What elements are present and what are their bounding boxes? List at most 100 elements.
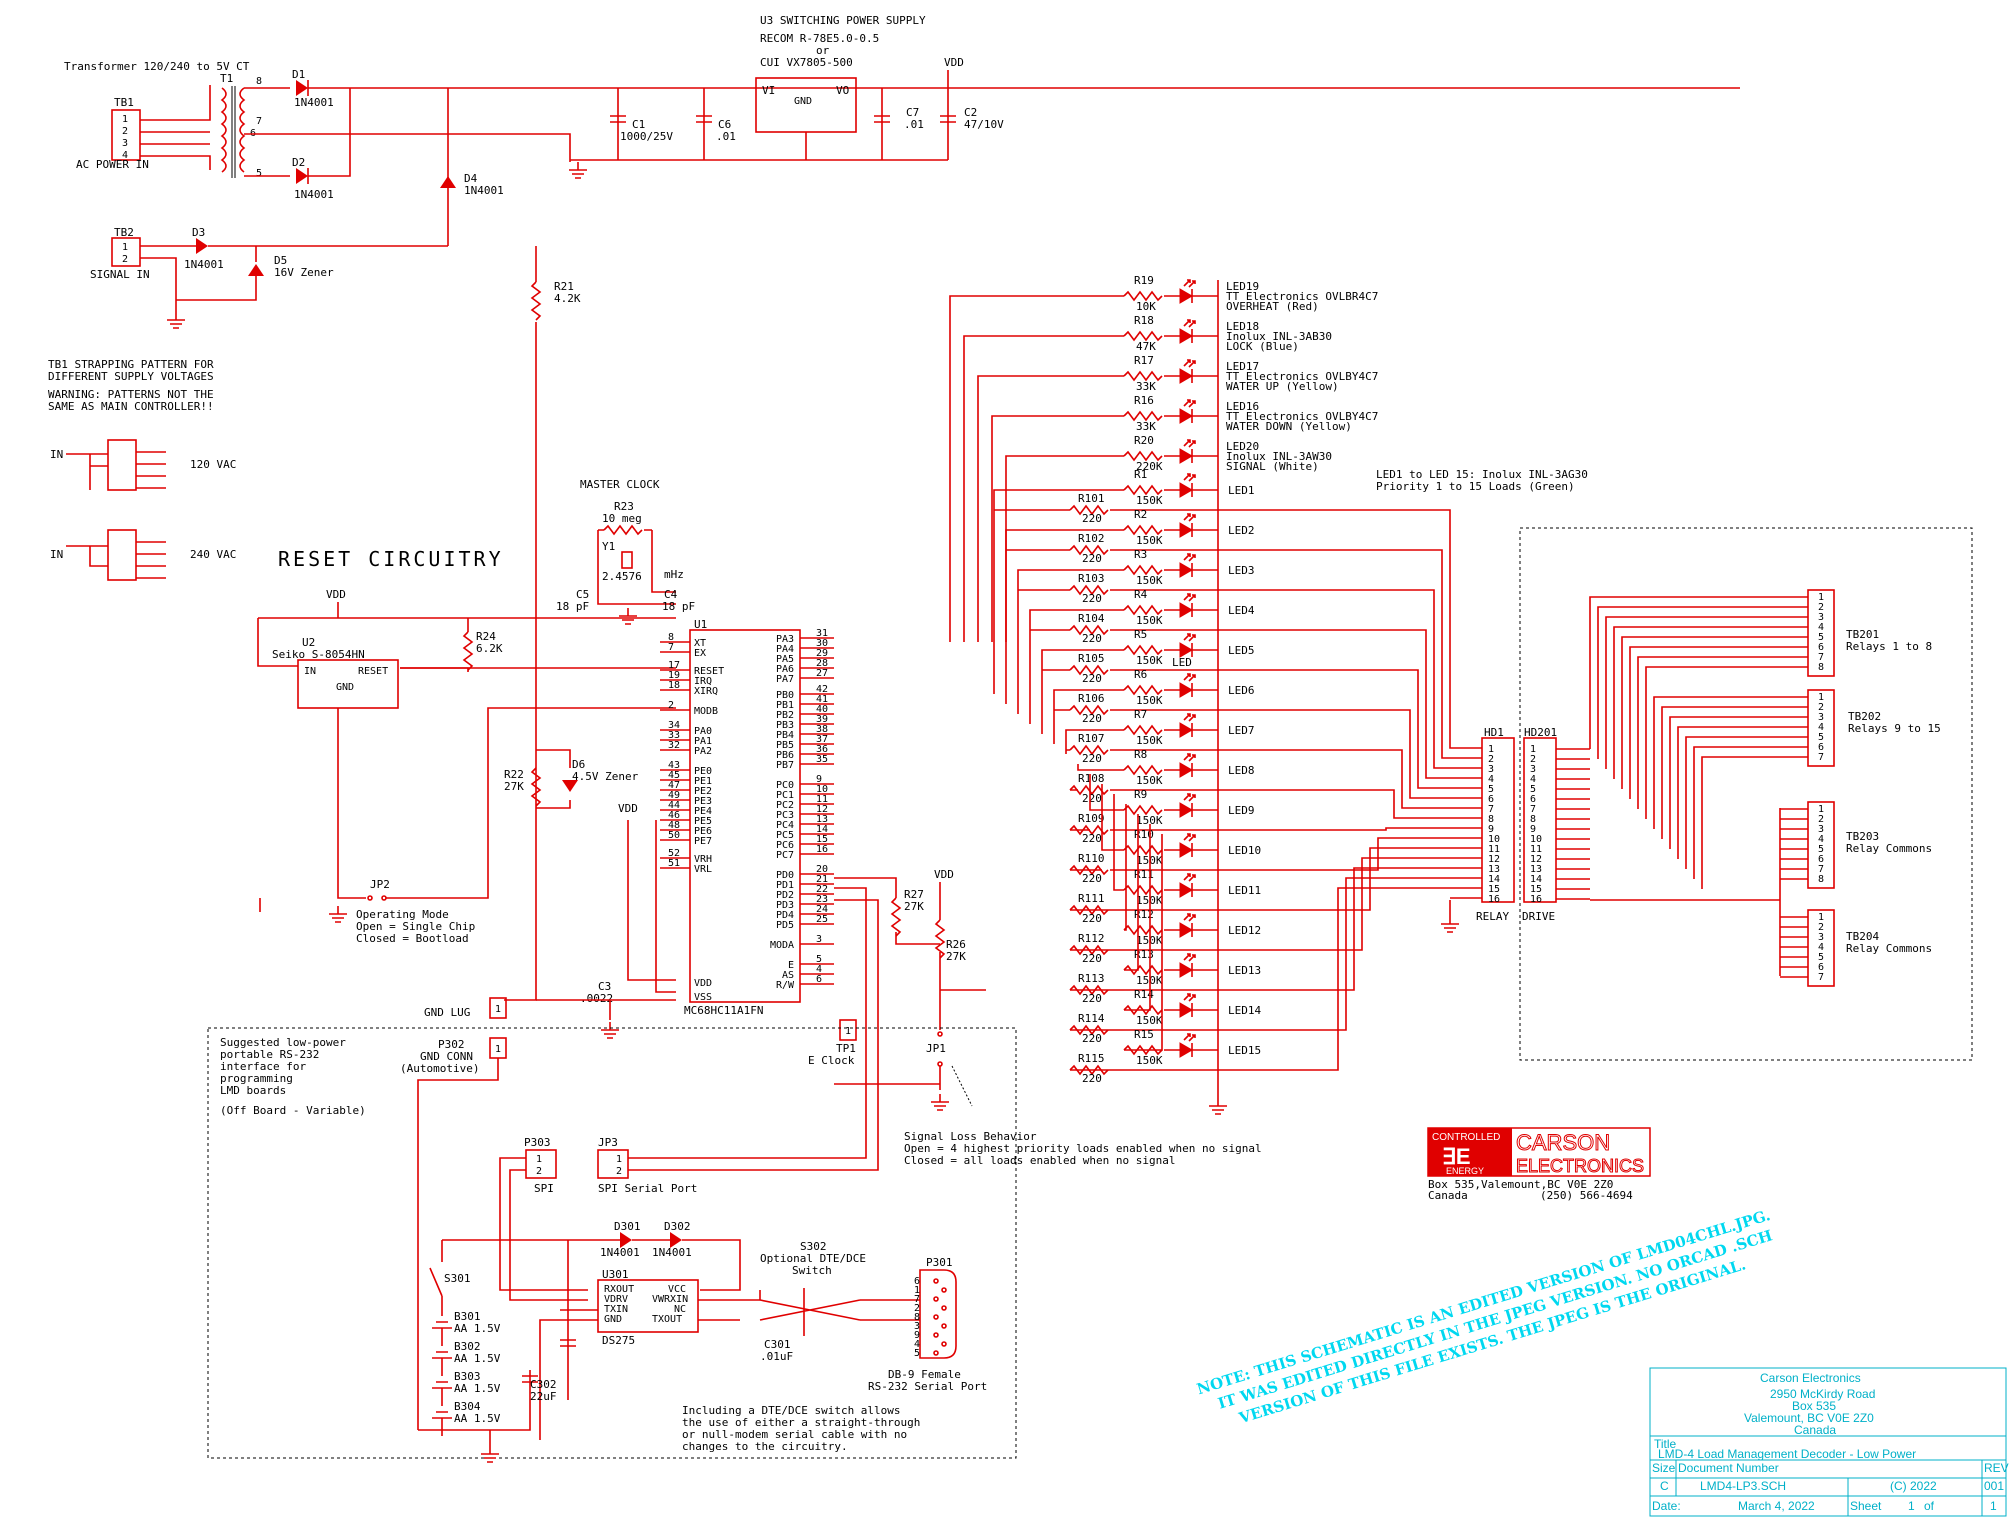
relay-resistor-value: 220 [1082,872,1102,885]
mcu-pin-label: PD0 [776,870,794,881]
tb-date-label: Date: [1652,1499,1681,1513]
rs232-note-2: portable RS-232 [220,1048,319,1061]
relay-resistor-label: R104 [1078,612,1105,625]
mcu-pin-number: 24 [816,904,828,915]
led-wire [1124,824,1218,1011]
hd201-pin: 7 [1530,804,1536,815]
title-frame [1649,1367,2007,1517]
led-resistor-value: 150K [1136,1054,1163,1067]
u2-gnd: GND [336,682,354,693]
mcu-pin-label: PB5 [776,740,794,751]
tb-addr3: Valemount, BC V0E 2Z0 [1744,1411,1874,1425]
mcu-pin-number: 42 [816,684,828,695]
hd201-pin: 10 [1530,834,1542,845]
hd201-block [1523,737,1557,903]
c302-value: 22uF [530,1390,557,1403]
terminal-wire [1597,606,1808,759]
relay-resistor-value: 220 [1082,672,1102,685]
jp2-wire [386,707,676,899]
led-wire [991,415,1218,642]
terminal-pin: 3 [1818,612,1824,623]
jp1-label: JP1 [926,1042,946,1055]
led-wire [993,489,1218,694]
hd1-pin: 3 [1488,764,1494,775]
relay-resistor-label: R103 [1078,572,1105,585]
led-resistor-value: 150K [1136,614,1163,627]
led-label: LED8 [1228,764,1255,777]
relay-resistor-value: 220 [1082,1072,1102,1085]
led-resistor [1123,925,1163,935]
mcu-pin-number: 40 [816,704,828,715]
jp2-label: JP2 [370,878,390,891]
terminal-pin: 7 [1818,752,1824,763]
mcu-pin-label: PA1 [694,736,712,747]
mcu-pin-label: PA6 [776,664,794,675]
mcu-pin-label: EX [694,648,706,659]
logo-carson: CARSON [1516,1130,1610,1155]
terminal-wire [1701,756,1808,889]
r22-label: R22 [504,768,524,781]
signal-input: TB2 1 2 SIGNAL IN D3 1N4001 D5 16V Zener… [90,226,581,1001]
strap-in-240: IN [50,548,63,561]
led-label: LED6 [1228,684,1255,697]
relay-resistor-value: 220 [1082,952,1102,965]
led-icon [1179,399,1196,424]
p301-label: P301 [926,1256,953,1269]
edit-note: NOTE: THIS SCHEMATIC IS AN EDITED VERSIO… [1195,1206,1775,1427]
terminal-wire [1661,706,1808,839]
hd201-pin: 11 [1530,844,1542,855]
led-label: LED16 [1226,400,1259,413]
d3-diode [196,238,208,254]
battery-value: AA 1.5V [454,1322,501,1335]
d4-value: 1N4001 [464,184,504,197]
ground-symbol [480,1445,500,1463]
led-wire [1077,764,1218,771]
led-desc: WATER UP (Yellow) [1226,380,1339,393]
led-resistor-value: 150K [1136,654,1163,667]
u301-vdrv: VDRV [604,1294,628,1305]
c5-value: 18 pF [556,600,589,613]
mcu-pin-number: 39 [816,714,828,725]
tb1-pin: 3 [122,138,128,149]
led-label: LED13 [1228,964,1261,977]
terminal-block [1807,801,1835,889]
led-icon [1179,793,1196,818]
led-resistor-value: 150K [1136,694,1163,707]
led-wire [1113,794,1218,891]
db9-pin: 8 [914,1312,920,1323]
rs232-note-5: LMD boards [220,1084,286,1097]
mcu-pin-label: PB6 [776,750,794,761]
strap-240-label: 240 VAC [190,548,236,561]
db9-contact [933,1314,939,1320]
led-icon [1179,713,1196,738]
led-desc: LOCK (Blue) [1226,340,1299,353]
relay-wire [1042,669,1482,789]
relay-resistor-label: R115 [1078,1052,1105,1065]
mcu-pin-number: 6 [816,974,822,985]
relay-resistor-value: 220 [1082,632,1102,645]
relay-resistor-label: R114 [1078,1012,1105,1025]
p302-desc-1: GND CONN [420,1050,473,1063]
mcu-pin-number: 50 [668,830,680,841]
u1-chip [689,629,801,1003]
r23-label: R23 [614,500,634,513]
mcu-pin-label: PE4 [694,806,712,817]
rs232-interface: Suggested low-power portable RS-232 inte… [220,1036,987,1463]
relay-resistor-value: 220 [1082,912,1102,925]
mcu-pin-number: 38 [816,724,828,735]
logo-energy: ENERGY [1446,1166,1484,1176]
reset-title: RESET CIRCUITRY [278,547,504,571]
tb-sheet-label: Sheet [1850,1499,1882,1513]
db9-pin: 1 [914,1285,920,1296]
mcu-pin-number: 4 [816,964,822,975]
u3-title: U3 SWITCHING POWER SUPPLY [760,14,926,27]
mcu-pin-label: AS [782,970,794,981]
led-wire [1124,834,1218,1051]
relay-wire [1054,709,1482,799]
led-resistor [1123,765,1163,775]
t1-core [231,86,236,178]
led-wire [1005,455,1218,642]
d5-value: 16V Zener [274,266,334,279]
mcu-pin-number: 8 [668,632,674,643]
led-resistor-label: R16 [1134,394,1154,407]
